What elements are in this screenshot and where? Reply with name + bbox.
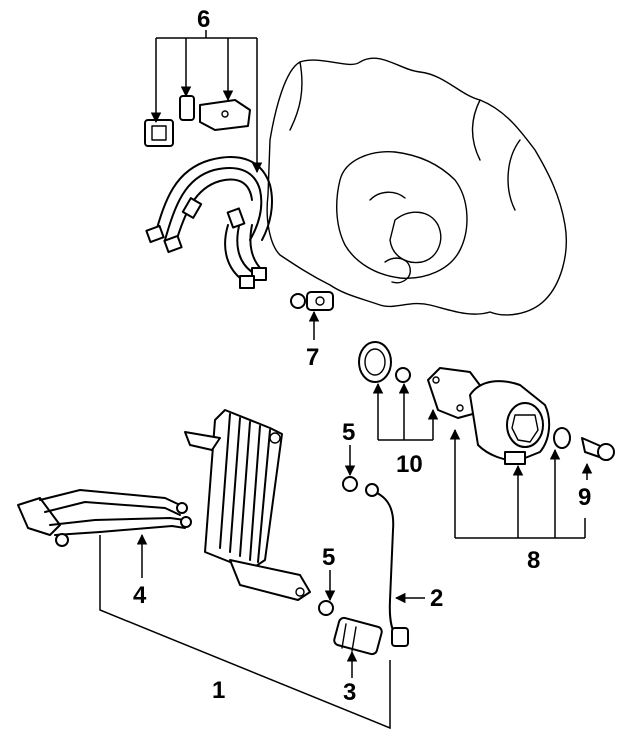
oil-pump-8 bbox=[469, 380, 551, 465]
callout-9: 9 bbox=[578, 484, 591, 511]
transmission-housing bbox=[266, 57, 567, 316]
callout-7: 7 bbox=[306, 344, 319, 371]
hose-clamps bbox=[144, 95, 251, 147]
oil-cooler bbox=[184, 409, 311, 601]
fitting-7 bbox=[290, 291, 334, 311]
callout-labels: 6 7 5 10 9 5 8 2 4 1 3 bbox=[133, 6, 591, 706]
oil-line-2 bbox=[365, 483, 409, 647]
callout-3: 3 bbox=[343, 679, 356, 706]
callout-4: 4 bbox=[133, 582, 147, 609]
callout-10: 10 bbox=[396, 451, 423, 478]
fitting-5-upper bbox=[342, 476, 358, 492]
callout-5-lower: 5 bbox=[322, 544, 335, 571]
callout-1: 1 bbox=[212, 677, 225, 704]
washer-and-bolt-9 bbox=[553, 427, 615, 461]
fitting-3 bbox=[333, 616, 383, 656]
fitting-5-lower bbox=[318, 600, 334, 616]
leader-lines bbox=[99, 30, 593, 730]
callout-8: 8 bbox=[527, 547, 540, 574]
callout-2: 2 bbox=[430, 585, 443, 612]
cooler-tubes-4 bbox=[17, 489, 192, 547]
callout-6: 6 bbox=[197, 6, 210, 33]
upper-cooler-hoses bbox=[145, 156, 273, 289]
callout-5-upper: 5 bbox=[342, 419, 355, 446]
